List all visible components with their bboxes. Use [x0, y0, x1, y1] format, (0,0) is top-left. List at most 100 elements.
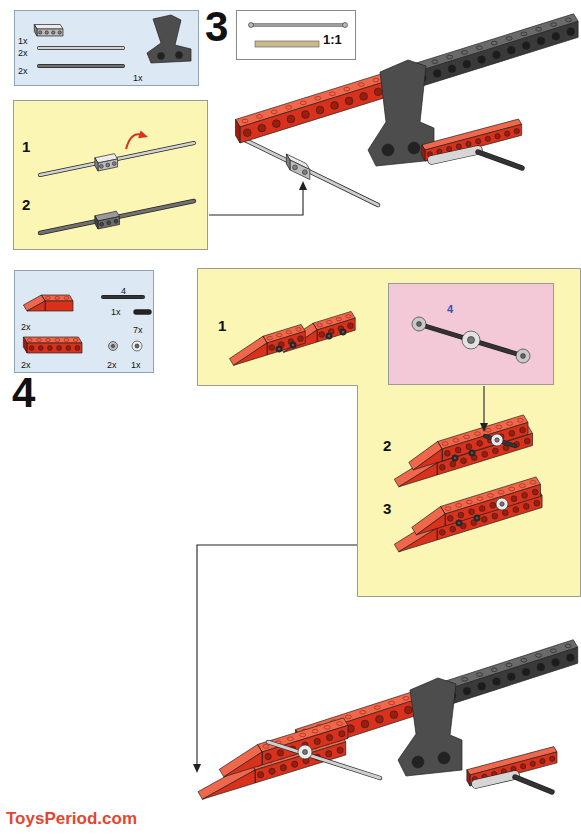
text-slot: 1x: [111, 302, 121, 318]
pin-end: [342, 331, 345, 334]
pin-connector: [132, 341, 142, 351]
stud: [64, 297, 69, 300]
beam-hole: [287, 115, 295, 123]
beam-hole: [316, 106, 324, 114]
pin-end: [454, 457, 457, 460]
beam-hole: [514, 128, 519, 133]
connector-hole: [158, 53, 165, 60]
watermark: ToysPeriod.com: [6, 809, 137, 828]
stud: [315, 96, 321, 100]
beam-hole: [476, 139, 481, 144]
pin-end: [471, 452, 474, 455]
stud: [474, 432, 480, 436]
axle-outline: [245, 140, 378, 205]
beam-hole: [522, 42, 530, 50]
text-slot: 1:1: [323, 31, 342, 47]
beam-hole: [447, 146, 452, 151]
stud: [488, 494, 494, 498]
text-slot: 4: [447, 300, 453, 316]
beam-hole: [258, 124, 266, 132]
brick-top: [41, 295, 73, 301]
stud: [485, 428, 491, 432]
part-count: 2x: [18, 48, 28, 58]
stud: [73, 339, 78, 342]
beam-hole: [48, 346, 53, 351]
connector-hole: [135, 344, 139, 348]
beam-hole: [507, 673, 515, 681]
stud: [336, 318, 341, 321]
part-count: 2x: [21, 360, 31, 370]
beam-hole: [326, 751, 332, 757]
beam-hole: [481, 516, 487, 522]
pin-connector: [298, 745, 312, 759]
beam-hole: [505, 131, 510, 136]
bush: [109, 342, 118, 351]
callout-number: 1: [22, 138, 30, 155]
beam-hole: [502, 510, 508, 516]
stud: [324, 726, 330, 730]
axle-outline: [251, 24, 345, 27]
pin: [340, 329, 346, 335]
brick-side: [425, 124, 522, 161]
stud: [442, 442, 448, 446]
axle-outline: [40, 201, 194, 233]
pin: [276, 346, 282, 352]
stud: [456, 504, 462, 508]
beam-hole: [521, 764, 526, 769]
stud: [346, 315, 351, 318]
part-count: 4: [121, 286, 126, 296]
beam-hole: [390, 711, 398, 719]
text-slot: 2x: [21, 317, 31, 333]
axle-end: [249, 23, 254, 28]
arrow-head: [299, 181, 307, 190]
beam-hole: [433, 70, 441, 78]
part-count: 1x: [111, 307, 121, 317]
axle: [515, 777, 552, 792]
text-slot: 4: [121, 281, 126, 297]
pin: [456, 520, 462, 526]
beam-hole: [57, 346, 62, 351]
stud: [373, 78, 379, 82]
pin-connector: [496, 498, 508, 510]
stud: [64, 339, 69, 342]
beam-hole: [520, 427, 526, 433]
brick-side: [442, 422, 528, 461]
part-count: 2x: [21, 322, 31, 332]
beam-hole: [39, 31, 42, 34]
stud: [286, 106, 292, 110]
part-count: 1x: [133, 73, 143, 83]
stud: [462, 678, 468, 682]
connector-hole: [176, 52, 183, 59]
beam-hole: [114, 219, 118, 223]
beam-hole: [448, 65, 456, 73]
stud: [263, 745, 269, 749]
brick-side: [290, 160, 310, 180]
connector-hole: [408, 142, 420, 154]
stud: [432, 60, 438, 64]
parts-list-box: 1x2x2x1x: [14, 10, 199, 86]
stud: [345, 715, 351, 719]
angle-connector: [398, 678, 462, 776]
beam-hole: [374, 88, 382, 96]
beam-hole: [466, 444, 472, 450]
beam-hole: [450, 461, 456, 467]
stud: [506, 37, 512, 41]
stud: [344, 87, 350, 91]
axle: [40, 201, 194, 233]
stud: [536, 27, 542, 31]
bush: [412, 317, 426, 331]
detail-box: 4: [388, 283, 554, 385]
stud: [491, 41, 497, 45]
stud: [286, 331, 291, 334]
pin-end: [328, 335, 331, 338]
beam-hole: [495, 134, 500, 139]
brick-side: [317, 318, 355, 342]
pin-end: [278, 348, 281, 351]
slope-face: [409, 442, 442, 470]
brick-side: [37, 29, 63, 36]
slope-face: [412, 507, 445, 535]
axle: [268, 742, 380, 778]
brick-end: [34, 25, 37, 37]
leader-line: [197, 545, 357, 764]
box-illustration: [389, 284, 555, 386]
